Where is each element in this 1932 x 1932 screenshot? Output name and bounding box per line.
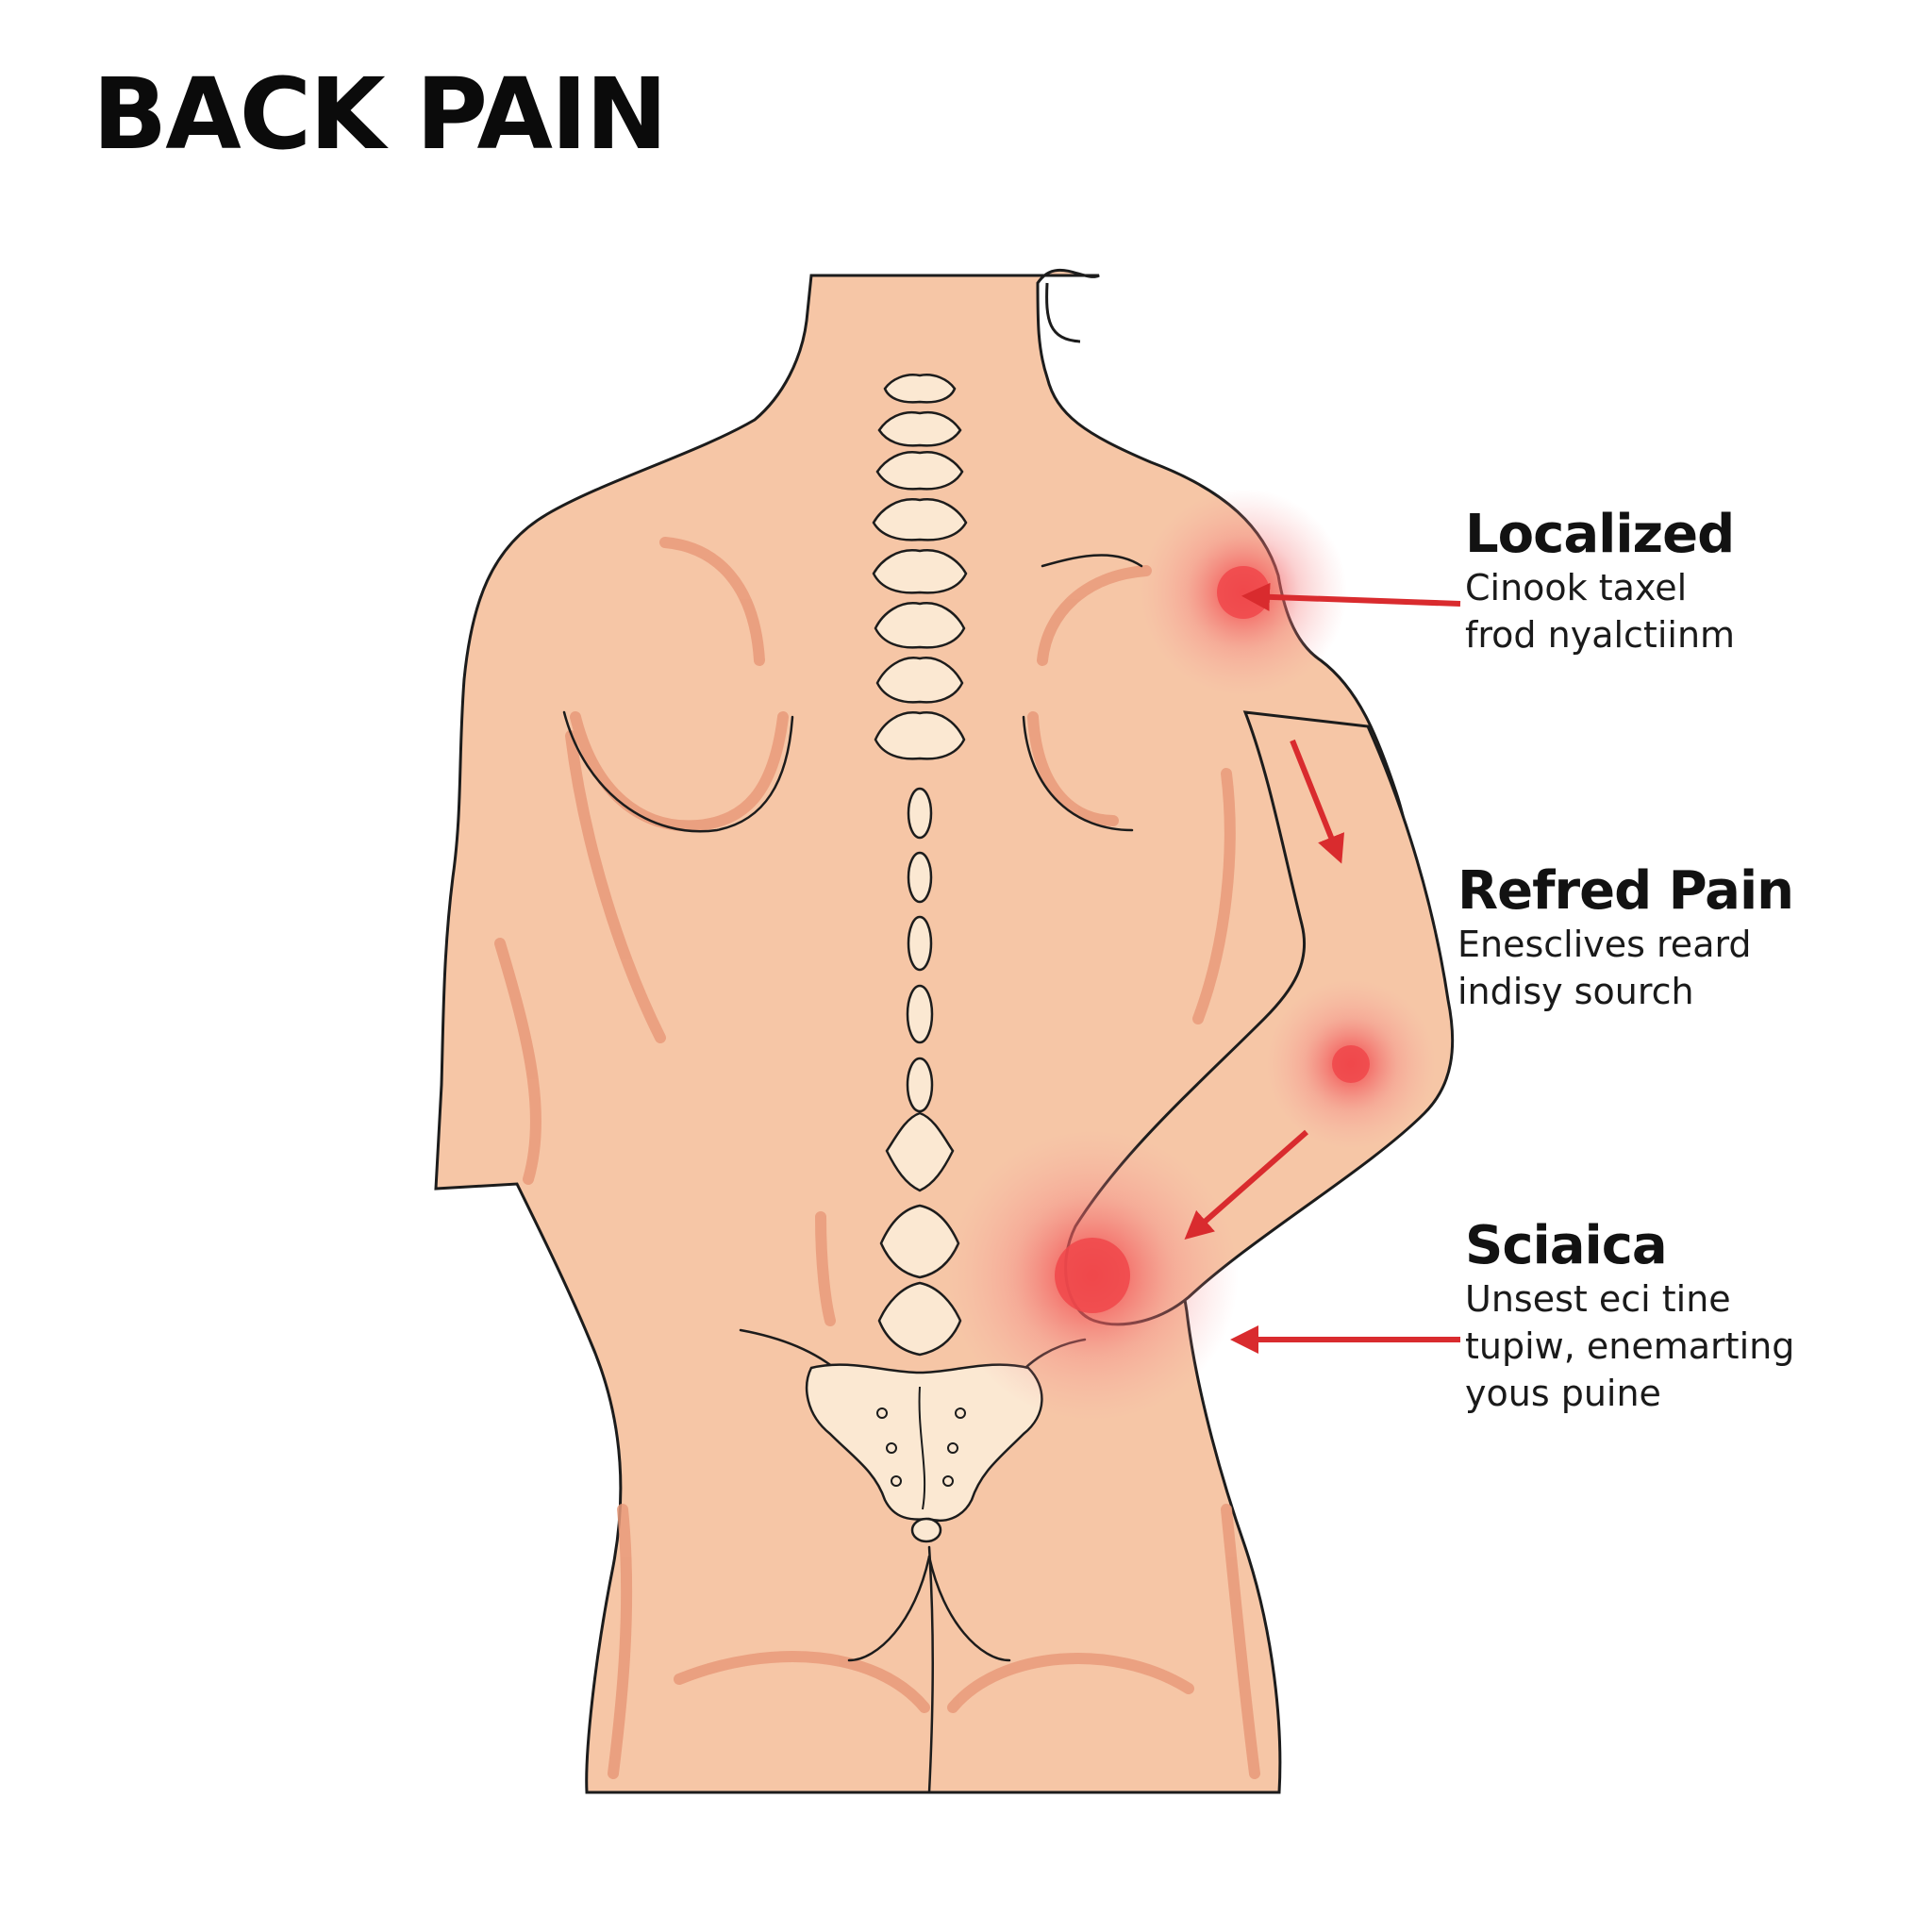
spine [805, 374, 1043, 1543]
callout-text-line: indisy sourch [1457, 970, 1694, 1012]
arrow-localized [1241, 582, 1461, 611]
callout-heading: Sciaica [1465, 1215, 1668, 1276]
sacral-foramina [876, 1407, 966, 1487]
callout-referred-pain: Refred Pain Enesclives reard indisy sour… [1457, 860, 1794, 1015]
vertebra [907, 851, 933, 904]
neck-outline [1045, 282, 1081, 343]
vertebra [872, 498, 968, 541]
pain-spot-sciatica-core [1055, 1238, 1130, 1313]
vertebra [879, 1204, 960, 1279]
vertebra [872, 549, 968, 594]
vertebra [877, 410, 962, 447]
vertebra [883, 374, 957, 404]
vertebra [907, 787, 933, 840]
pointer-arrows [1184, 582, 1461, 1354]
callout-localized: Localized Cinook taxel frod nyalctiinm [1465, 506, 1735, 658]
arrow-forearm [1184, 1129, 1308, 1240]
callout-text-line: tupiw, enemarting [1465, 1324, 1795, 1367]
callout-text-line: frod nyalctiinm [1465, 613, 1736, 656]
vertebra [875, 657, 964, 704]
vertebra [907, 915, 933, 972]
pain-spot-localized-core [1217, 566, 1270, 619]
callout-heading: Localized [1465, 504, 1735, 565]
pain-spot-referred-core [1332, 1045, 1370, 1083]
vertebra [874, 602, 966, 649]
callout-text-line: Enesclives reard [1457, 923, 1752, 965]
coccyx [910, 1517, 942, 1543]
vertebra [874, 711, 966, 760]
arrow-down-arm [1290, 739, 1345, 864]
vertebra [885, 1111, 955, 1192]
spine-center-line [918, 1386, 926, 1510]
muscle-shading [494, 537, 1260, 1779]
callout-sciatica: Sciaica Unsest eci tine tupiw, enemartin… [1465, 1217, 1794, 1417]
sacrum [805, 1363, 1043, 1523]
callout-text-line: Unsest eci tine [1465, 1277, 1731, 1320]
vertebra [906, 984, 934, 1044]
callout-text-line: Cinook taxel [1465, 566, 1688, 608]
vertebra [906, 1057, 934, 1113]
callout-heading: Refred Pain [1457, 860, 1794, 922]
vertebra [875, 450, 964, 491]
callout-text-line: yous puine [1465, 1372, 1661, 1414]
page-title: BACK PAIN [92, 57, 668, 172]
